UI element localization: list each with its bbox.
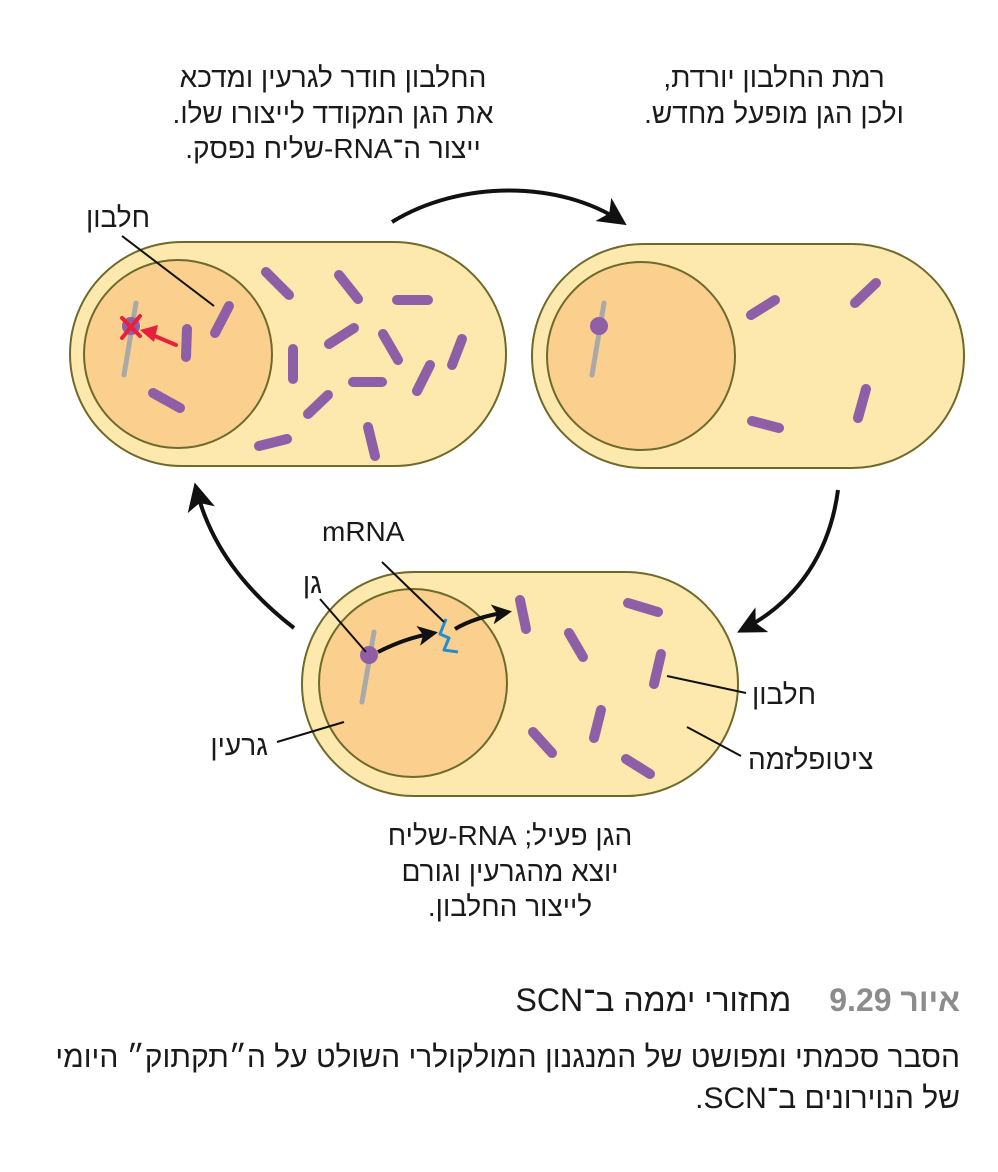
- protein-2b: [850, 278, 881, 308]
- decline-line-2: ולכן הגן מופעל מחדש.: [644, 97, 904, 129]
- label-repression-description: החלבון חודר לגרעין ומדכא את הגן המקודד ל…: [143, 60, 523, 167]
- protein-3e: [589, 705, 606, 743]
- label-gene: גן: [302, 568, 322, 599]
- cell-active: [301, 571, 739, 797]
- cell-2-proteins: [746, 278, 881, 433]
- label-protein-top: חלבון: [86, 202, 150, 233]
- protein-1l: [412, 360, 435, 396]
- protein-1n: [254, 434, 292, 451]
- label-active-description: הגן פעיל; RNA-שליח יוצא מהגרעין וגורם לי…: [360, 818, 660, 925]
- protein-3b: [623, 598, 663, 617]
- label-decline-description: רמת החלבון יורדת, ולכן הגן מופעל מחדש.: [618, 60, 930, 131]
- active-line-2: יוצא מהגרעין וגורם: [401, 855, 619, 887]
- protein-3d: [649, 649, 666, 689]
- label-nucleus: גרעין: [210, 730, 268, 761]
- repression-line-1: החלבון חודר לגרעין ומדכא: [179, 62, 487, 93]
- repression-arrow: [140, 325, 178, 347]
- repression-x-icon: [120, 314, 142, 340]
- decline-line-1: רמת החלבון יורדת,: [663, 62, 885, 93]
- leader-protein-bottom: [666, 675, 747, 694]
- protein-1b: [181, 324, 192, 362]
- figure-number: איור 9.29: [829, 982, 960, 1018]
- active-line-1: הגן פעיל; RNA-שליח: [387, 820, 633, 851]
- cycle-arrow-left: [187, 482, 296, 630]
- active-line-3: לייצור החלבון.: [427, 891, 593, 923]
- protein-1c: [148, 388, 185, 413]
- protein-1j: [447, 334, 467, 370]
- leader-protein-top: [121, 235, 215, 307]
- protein-1h: [324, 323, 359, 349]
- protein-1e: [334, 270, 363, 304]
- protein-1i: [378, 329, 403, 365]
- protein-1d: [261, 267, 294, 300]
- cycle-arrow-right: [737, 489, 840, 633]
- label-cytoplasm: ציטופלזמה: [748, 744, 874, 775]
- mrna-strand: [438, 618, 459, 654]
- protein-1a: [210, 301, 234, 338]
- cell-2-gene: [590, 317, 608, 335]
- translation-arrow: [453, 604, 512, 631]
- cell-repressed: [69, 241, 507, 467]
- leader-gene: [319, 598, 367, 653]
- label-mrna: mRNA: [322, 516, 405, 547]
- cell-2-gene-strand: [589, 300, 607, 378]
- figure-title: מחזורי יממה ב־SCN: [515, 982, 792, 1018]
- cell-declining: [531, 243, 965, 469]
- protein-1m: [303, 390, 333, 419]
- leader-mrna: [381, 561, 445, 623]
- figure-caption-header: איור 9.29 מחזורי יממה ב־SCN: [515, 982, 960, 1019]
- protein-3g: [621, 754, 655, 779]
- cycle-arrow-top: [390, 188, 627, 226]
- protein-3c: [564, 628, 588, 662]
- protein-2d: [853, 384, 871, 423]
- protein-3a: [515, 595, 531, 634]
- cell-1-proteins: [148, 267, 467, 461]
- leader-cytoplasm: [686, 726, 742, 757]
- transcription-arrow: [377, 626, 438, 654]
- cell-1-gene-strand: [121, 300, 139, 378]
- repression-line-3: ייצור ה־RNA-שליח נפסק.: [185, 133, 481, 165]
- label-protein-bottom: חלבון: [752, 679, 816, 710]
- repression-line-2: את הגן המקודד לייצורו שלו.: [172, 97, 494, 129]
- protein-2a: [746, 295, 780, 320]
- cell-3-proteins: [515, 595, 666, 779]
- protein-1o: [363, 422, 380, 461]
- protein-3f: [528, 727, 557, 758]
- cell-3-gene-strand: [359, 629, 377, 705]
- figure-caption-text: הסבר סכמתי ומפושט של המנגנון המולקולרי ה…: [55, 1041, 960, 1115]
- cell-3-nucleus: [318, 588, 508, 778]
- leader-nucleus: [276, 721, 345, 743]
- protein-2c: [747, 416, 784, 433]
- cell-1-nucleus: [83, 259, 273, 449]
- cell-2-nucleus: [546, 261, 736, 451]
